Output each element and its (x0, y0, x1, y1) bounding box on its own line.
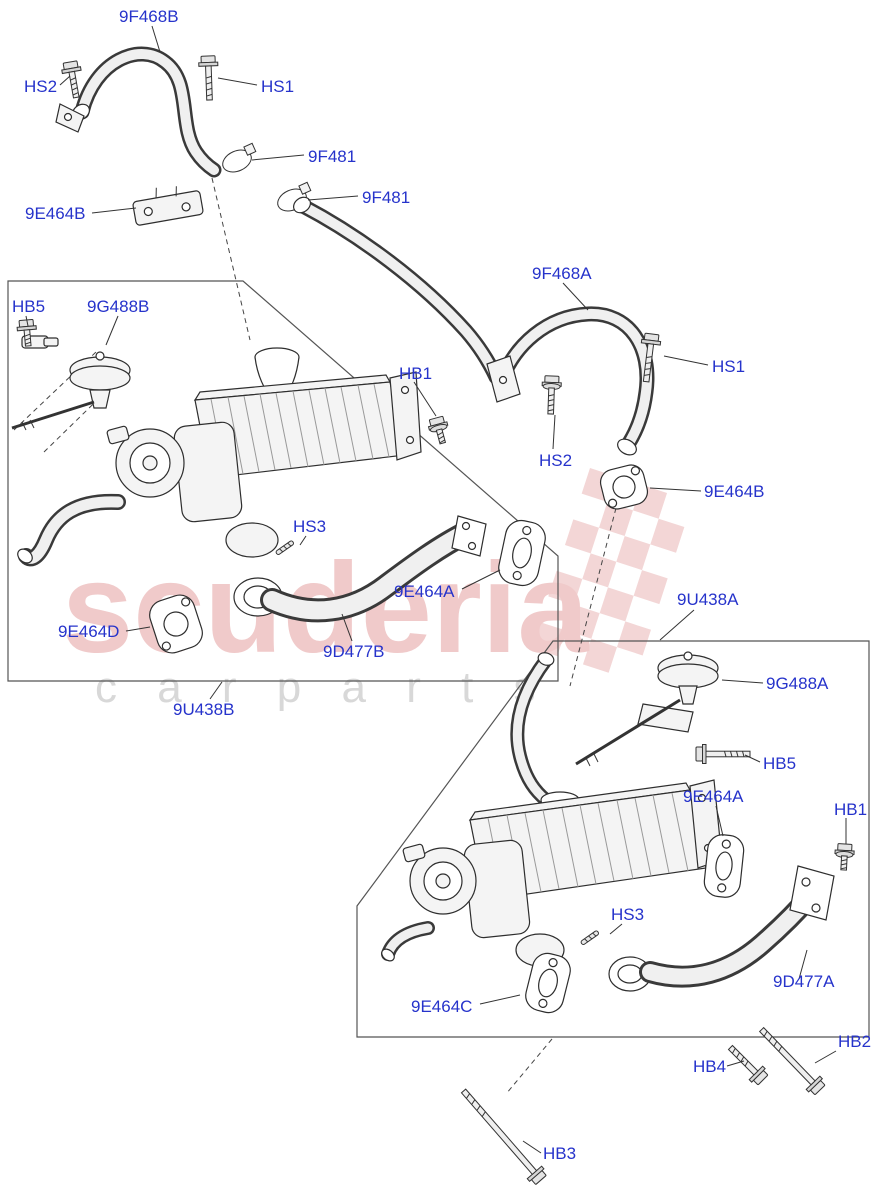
stud-HS3-upper (275, 540, 294, 555)
egr-cooler-assembly-lower (381, 779, 723, 992)
leader-line (151, 25, 161, 53)
plate-9E464B-left (132, 186, 204, 226)
leader-line (251, 154, 305, 161)
part-label-HS1-2[interactable]: HS1 (712, 357, 745, 376)
leader-line (609, 923, 623, 935)
inlet-pipe-lower (510, 652, 555, 807)
part-label-HB2[interactable]: HB2 (838, 1032, 871, 1051)
part-label-9E464A-1[interactable]: 9E464A (394, 582, 455, 601)
leader-line (798, 949, 808, 980)
part-label-9D477B[interactable]: 9D477B (323, 642, 384, 661)
hose-mid-section (293, 196, 504, 385)
bolt-HB3 (460, 1088, 547, 1185)
pipe-9D477B (260, 515, 487, 623)
leader-line (125, 626, 151, 632)
watermark-tagline: c a r p a r t s (95, 663, 550, 712)
part-label-9E464B-2[interactable]: 9E464B (704, 482, 765, 501)
hose-9F468B (55, 46, 222, 178)
bolt-HB1-right (834, 843, 855, 871)
part-label-HS2-2[interactable]: HS2 (539, 451, 572, 470)
bolt-HS2-top-left (61, 60, 82, 99)
part-label-HB1-1[interactable]: HB1 (399, 364, 432, 383)
leader-line (217, 77, 258, 86)
part-label-HB3[interactable]: HB3 (543, 1144, 576, 1163)
leader-line (307, 195, 359, 201)
part-label-9G488A[interactable]: 9G488A (766, 674, 829, 693)
part-label-HS2-1[interactable]: HS2 (24, 77, 57, 96)
egr-cooler-assembly-upper (17, 347, 422, 617)
leader-line (659, 609, 695, 641)
dashed-guide (211, 177, 251, 341)
leader-line (726, 1060, 745, 1067)
leader-lines (25, 25, 847, 1154)
leader-line (562, 282, 589, 311)
leader-line (105, 315, 119, 346)
leader-line (663, 355, 709, 366)
part-label-9E464C[interactable]: 9E464C (411, 997, 472, 1016)
leader-line (721, 679, 764, 684)
leader-line (299, 535, 307, 546)
bolt-HB2 (758, 1026, 826, 1095)
dashed-guide (43, 371, 127, 453)
gasket-9E464B-right (599, 464, 649, 510)
bolt-HS2-right (541, 375, 562, 415)
dashed-guide (569, 507, 617, 687)
part-label-HB5-2[interactable]: HB5 (763, 754, 796, 773)
vacuum-regulator-9G488A (575, 651, 719, 767)
part-label-9E464B-1[interactable]: 9E464B (25, 204, 86, 223)
leader-line (649, 487, 702, 492)
bolt-HS1-top (198, 55, 219, 101)
checkered-flag (531, 468, 685, 673)
part-label-HS3-2[interactable]: HS3 (611, 905, 644, 924)
stud-HB5-right (695, 744, 751, 764)
part-label-9F481-1[interactable]: 9F481 (308, 147, 356, 166)
part-label-9E464A-2[interactable]: 9E464A (683, 787, 744, 806)
part-label-9D477A[interactable]: 9D477A (773, 972, 835, 991)
gasket-9E464A-upper (498, 519, 546, 587)
leader-line (413, 381, 437, 417)
gasket-9E464A-lower (703, 834, 745, 898)
stud-HS3-lower (580, 930, 599, 945)
part-label-HB1-2[interactable]: HB1 (834, 800, 867, 819)
part-label-9U438B[interactable]: 9U438B (173, 700, 234, 719)
clamp-9F481-upper (222, 142, 257, 173)
leader-line (552, 414, 556, 450)
leader-line (715, 805, 724, 837)
leader-line (59, 75, 71, 86)
leader-line (209, 681, 223, 700)
part-label-HB4[interactable]: HB4 (693, 1057, 726, 1076)
part-labels: 9F468B HS2 HS1 9F481 9F481 9E464B 9F468A… (12, 7, 871, 1163)
part-label-9F481-2[interactable]: 9F481 (362, 188, 410, 207)
part-label-HB5-1[interactable]: HB5 (12, 297, 45, 316)
gasket-9E464C (525, 952, 571, 1014)
leader-line (25, 315, 29, 327)
leader-line (744, 754, 761, 763)
dashed-guide (505, 1038, 553, 1095)
vacuum-regulator-9G488B (11, 351, 131, 431)
bolt-HS1-right (640, 332, 662, 383)
assembly-box-9U438B (7, 280, 559, 682)
gasket-9E464D (149, 594, 203, 654)
part-label-9U438A[interactable]: 9U438A (677, 590, 739, 609)
hose-9F468A (486, 306, 655, 456)
leader-line (91, 207, 137, 214)
leader-line (814, 1050, 837, 1064)
bolt-HB5-left (16, 318, 37, 347)
pipe-9D477A (639, 865, 835, 988)
leader-line (461, 569, 501, 590)
bolt-HB1-upper (427, 415, 449, 445)
leader-line (522, 1140, 542, 1154)
assembly-box-9U438A (356, 640, 870, 1038)
bolt-HB4 (727, 1044, 769, 1086)
part-label-HS3-1[interactable]: HS3 (293, 517, 326, 536)
part-label-9F468A[interactable]: 9F468A (532, 264, 592, 283)
flag-cells (531, 468, 685, 673)
part-label-9G488B[interactable]: 9G488B (87, 297, 149, 316)
part-label-9E464D[interactable]: 9E464D (58, 622, 119, 641)
part-label-HS1-1[interactable]: HS1 (261, 77, 294, 96)
leader-line (341, 613, 353, 642)
part-label-9F468B[interactable]: 9F468B (119, 7, 179, 26)
leader-line (479, 994, 521, 1005)
